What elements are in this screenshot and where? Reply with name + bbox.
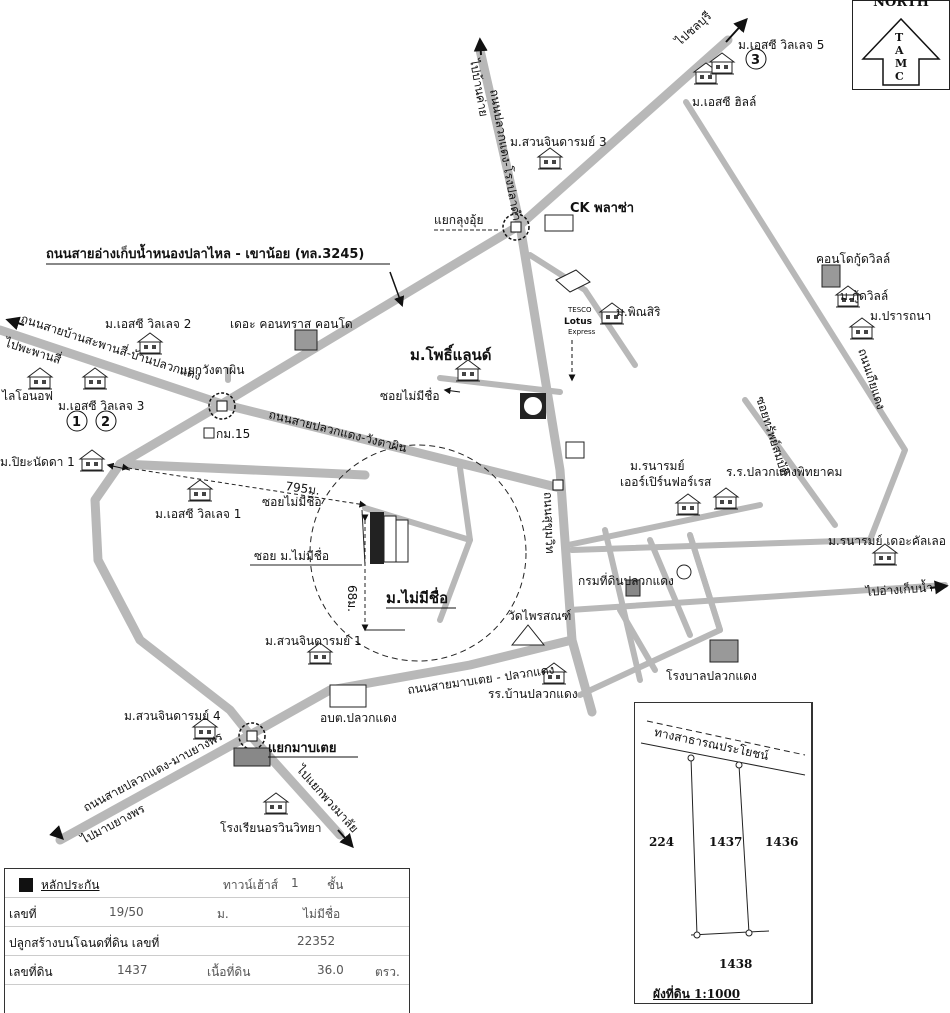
lotus-building-icon (555, 269, 591, 293)
deed-value: 22352 (297, 934, 336, 948)
storeys-value: 1 (291, 876, 299, 890)
village-label: ม. (217, 907, 229, 921)
house-no-label: เลขที่ (9, 907, 37, 921)
target-property-marker (370, 512, 409, 564)
label-obt: อบต.ปลวกแดง (320, 711, 397, 725)
label-road-rong-pla: ถนนปลวกแดง-โรงปลาดำ (487, 88, 524, 222)
label-m-ranarom-decor: ม.รนารมย์ เดอะคัลเลอ (828, 534, 946, 548)
label-soi-no-name-2: ซอยไม่มีชื่อ (262, 493, 322, 509)
label-esc-1: ม.เอสซี วิลเลจ 1 (155, 507, 241, 521)
label-suan-jindarom-4: ม.สวนจินดารมย์ 4 (124, 709, 221, 723)
obt-icon (329, 684, 367, 708)
label-hospital: โรงบาลปลวกแดง (666, 669, 757, 683)
land-office-icon (625, 579, 641, 597)
label-circle-2: 2 (101, 415, 110, 430)
km-post-icon (203, 427, 215, 439)
label-school-pluak-daeng: ร.ร.ปลวกแดงพิทยาคม (726, 465, 842, 479)
label-circle-1: 1 (72, 415, 81, 430)
label-yaek-wang-ta-phin: แยกวังตาผิน (180, 363, 244, 377)
village-value: ไม่มีชื่อ (303, 907, 341, 921)
label-esc-5: ม.เอสซี วิลเลจ 5 (738, 38, 824, 52)
condo-icon (294, 329, 318, 351)
land-plan: ทางสาธารณประโยชน์ 224 1437 1436 1438 ผัง… (634, 702, 813, 1004)
tamc-label: T A M C (895, 31, 908, 83)
label-795m: 795ม. (285, 479, 321, 498)
plan-center-parcel: 1437 (709, 835, 743, 849)
bank-icon (565, 441, 585, 459)
label-school-orawin: โรงเรียนอรวินวิทยา (220, 821, 322, 835)
label-m-no-name: ม.ไม่มีชื่อ (386, 587, 448, 607)
townhouse-label: ทาวน์เฮ้าส์ (223, 878, 279, 892)
storeys-unit: ชั้น (327, 878, 344, 892)
plan-bottom-parcel: 1438 (719, 957, 753, 971)
collateral-legend-icon (19, 878, 33, 892)
label-lotus: Lotus (564, 317, 592, 327)
label-road-wang-ta-phin: ถนนสายปลวกแดง-วังตาผิน (267, 407, 408, 455)
deed-label: ปลูกสร้างบนโฉนดที่ดิน เลขที่ (9, 936, 160, 950)
radius-circle (309, 444, 527, 662)
label-suan-jindarom-1: ม.สวนจินดารมย์ 1 (265, 634, 362, 648)
label-road-map-yang: ถนนสายปลวกแดง-มาบยางพร (81, 729, 226, 815)
hospital-icon (709, 639, 739, 663)
label-to-reservoir: ไปอ่างเก็บน้ำ (864, 578, 933, 599)
label-express: Express (568, 328, 596, 336)
label-lion-off: ไลโอนอฟ (1, 389, 53, 403)
label-m-piyanatda: ม.ปิยะนัดดา 1 (0, 455, 75, 469)
label-ck-plaza: CK พลาซ่า (570, 201, 634, 216)
plan-left-parcel: 224 (649, 835, 675, 849)
intersection-wang-ta-phin (208, 392, 236, 420)
condo-goodville-icon (821, 264, 841, 288)
north-label: NORTH (873, 0, 929, 10)
ck-plaza-icon (544, 214, 574, 232)
intersection-lung-ui (502, 213, 530, 241)
label-suan-jindarom-3: ม.สวนจินดารมย์ 3 (510, 135, 607, 149)
minor-roads (225, 99, 948, 698)
label-land-office: กรมที่ดินปลวกแดง (578, 572, 674, 588)
north-arrow-box: NORTH T A M C (852, 0, 950, 90)
collateral-label: หลักประกัน (41, 878, 100, 892)
label-yaek-map-toei: แยกมาบเตย (268, 741, 337, 756)
label-m-goodville: ม.กู้ดวิลล์ (840, 289, 888, 304)
label-esc-hills: ม.เอสซี ฮิลล์ (692, 95, 756, 109)
label-68m: 68ม. (345, 585, 359, 612)
area-value: 36.0 (317, 963, 344, 977)
house-no-value: 19/50 (109, 905, 144, 919)
label-esc-2: ม.เอสซี วิลเลจ 2 (105, 317, 191, 331)
label-wat-phraisan: วัดไพรสณฑ์ (508, 609, 571, 623)
label-road-sukhumvit: ถนนสุขุมวิท (540, 492, 557, 554)
parcel-value: 1437 (117, 963, 148, 977)
label-tesco: TESCO (567, 306, 592, 314)
label-soi-no-name-1: ซอยไม่มีชื่อ (380, 387, 440, 403)
label-esc-3: ม.เอสซี วิลเลจ 3 (58, 399, 144, 413)
label-to-chonburi: ไปชลบุรี (672, 9, 715, 50)
label-yaek-lung-ui: แยกลุงอุ้ย (434, 213, 483, 228)
label-m-ranarom: ม.รนารมย์ (630, 459, 685, 473)
label-m-phothi-land: ม.โพธิ์แลนด์ (410, 343, 492, 364)
label-circle-3: 3 (751, 53, 760, 68)
label-school-ban-pluak: รร.บ้านปลวกแดง (488, 687, 578, 701)
area-unit: ตรว. (375, 965, 400, 979)
label-road-nong-pla-lai: ถนนสายอ่างเก็บน้ำหนองปลาไหล - เขาน้อย (ท… (46, 243, 364, 262)
plan-caption: ผังที่ดิน 1:1000 (653, 987, 741, 1001)
temple-icon (510, 624, 546, 646)
label-m-prarana: ม.ปรารถนา (870, 309, 931, 323)
label-air-green: เออร์เปิร์นฟอร์เรส (620, 475, 712, 489)
label-soi-m-no-name: ซอย ม.ไม่มีชื่อ (254, 547, 329, 563)
parcel-label: เลขที่ดิน (9, 965, 53, 979)
area-label: เนื้อที่ดิน (207, 965, 251, 979)
label-m-phinsiri: ม.พิณสิริ (616, 305, 661, 319)
label-contrast-condo: เดอะ คอนทราส คอนโด (230, 317, 353, 331)
property-info-box: หลักประกัน ทาวน์เฮ้าส์ 1 ชั้น เลขที่ 19/… (4, 868, 410, 1013)
label-condo-goodville: คอนโดกู้ดวิลล์ (816, 252, 890, 267)
label-km-15: กม.15 (216, 427, 250, 441)
market-icon (233, 747, 271, 767)
plan-right-parcel: 1436 (765, 835, 799, 849)
